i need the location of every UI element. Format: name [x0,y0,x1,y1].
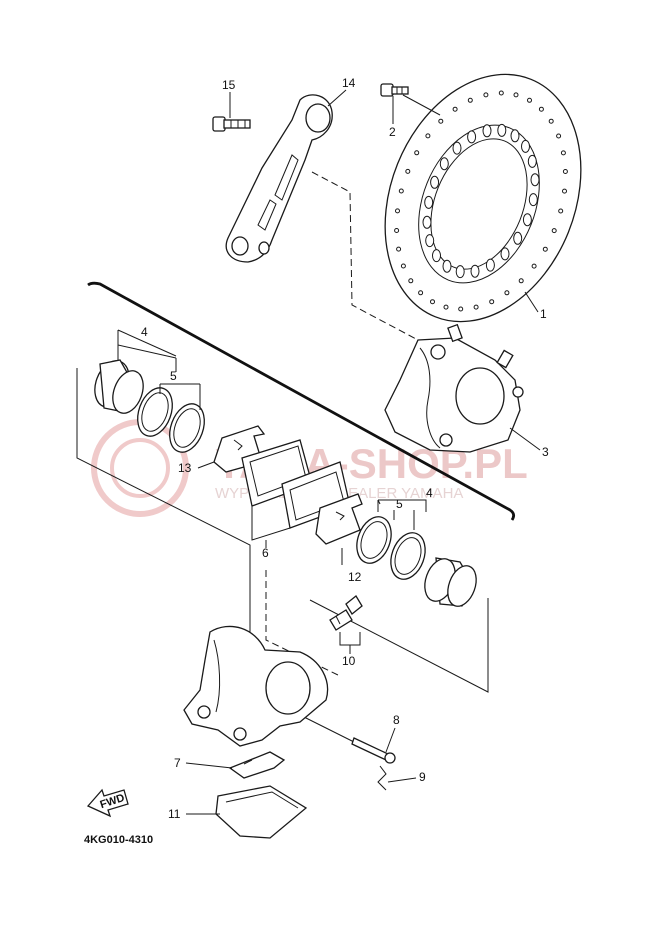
callout-4-left: 4 [141,325,148,339]
callout-9: 9 [419,770,426,784]
disc-hole [470,264,480,278]
pin-clip [377,765,387,791]
callout-14: 14 [342,76,356,90]
disc-hole [562,169,568,174]
disc-hole [467,130,477,144]
disc-hole [395,208,400,214]
rear-brake-caliper-assembly [384,323,524,453]
disc-hole [430,299,435,305]
disc-hole [500,247,510,261]
callout-13: 13 [178,461,192,475]
disc-hole [551,228,557,234]
disc-hole [489,299,495,305]
disc-hole [405,168,411,174]
disc-hole [513,231,523,245]
callout-5-right: 5 [396,497,403,511]
disc-hole [528,193,538,207]
disc-hole [510,129,520,143]
disc-hole [560,150,566,156]
disc-hole [443,304,449,310]
callout-5-left: 5 [170,369,177,383]
disc-hole [452,106,458,112]
disc-hole [467,97,473,103]
pad-spring [228,751,286,779]
callout-1: 1 [540,307,547,321]
callout-labels: 15 14 2 1 3 4 5 13 6 12 4 5 10 8 9 7 11 [141,76,549,821]
disc-hole [498,90,504,96]
disc-hole [527,154,537,168]
disc-hole [408,278,414,284]
callout-11: 11 [168,807,181,821]
callout-3: 3 [542,445,549,459]
disc-hole [422,215,432,229]
disc-hole [497,123,507,137]
callout-2: 2 [389,125,396,139]
disc-hole [527,97,532,103]
caliper-housing [183,625,329,747]
disc-hole [522,213,532,227]
disc-hole [513,92,519,98]
callout-8: 8 [393,713,400,727]
disc-hole [439,157,449,171]
disc-hole [438,118,444,124]
callout-10: 10 [342,654,356,668]
disc-hole [530,173,540,187]
disc-hole [542,246,548,252]
disc-hole [430,175,440,189]
disc-hole [531,263,537,269]
disc-hole [504,290,510,296]
caliper-cover [215,785,308,839]
disc-hole [521,139,530,153]
piston-seals-left [137,387,205,453]
piston-left [94,359,144,414]
brake-disc [384,73,582,323]
disc-hole [518,278,524,284]
disc-hole [548,118,554,124]
callout-leaders [117,89,541,815]
disc-hole [562,188,567,194]
callout-6: 6 [262,546,269,560]
disc-hole [455,265,465,279]
callout-12: 12 [348,570,362,584]
callout-15: 15 [222,78,236,92]
disc-vent-holes [394,90,568,312]
piston-right [424,557,477,607]
disc-hole [418,290,424,296]
disc-hole [425,234,435,248]
callout-7: 7 [174,756,181,770]
disc-hole [556,133,562,139]
disc-hole [558,208,564,214]
disc-hole [482,124,492,138]
disc-hole [432,249,441,263]
disc-hole [396,246,402,252]
disc-hole [538,106,544,112]
caliper-bracket-arm [225,94,333,263]
bleed-screw [329,595,363,631]
disc-hole [483,92,489,98]
disc-hole [398,188,404,194]
disc-hole [400,263,406,269]
disc-hole [452,141,462,155]
disc-hole [425,133,431,139]
disc-hole [473,304,479,310]
callout-4-right: 4 [426,486,433,500]
disc-bolt [380,83,409,97]
pad-pin [351,737,396,764]
disc-hole [458,306,464,312]
bracket-bolt [212,116,251,132]
disc-hole [394,228,400,233]
disc-hole [424,195,434,209]
piston-seals-right [356,516,426,580]
pad-shim-12 [315,493,363,545]
disc-hole [485,258,495,272]
disc-hole [442,259,452,273]
forward-direction-arrow: FWD [86,788,129,818]
disc-hole [414,150,420,156]
diagram-code: 4KG010-4310 [84,834,153,846]
assembly-divider-line [87,281,515,521]
